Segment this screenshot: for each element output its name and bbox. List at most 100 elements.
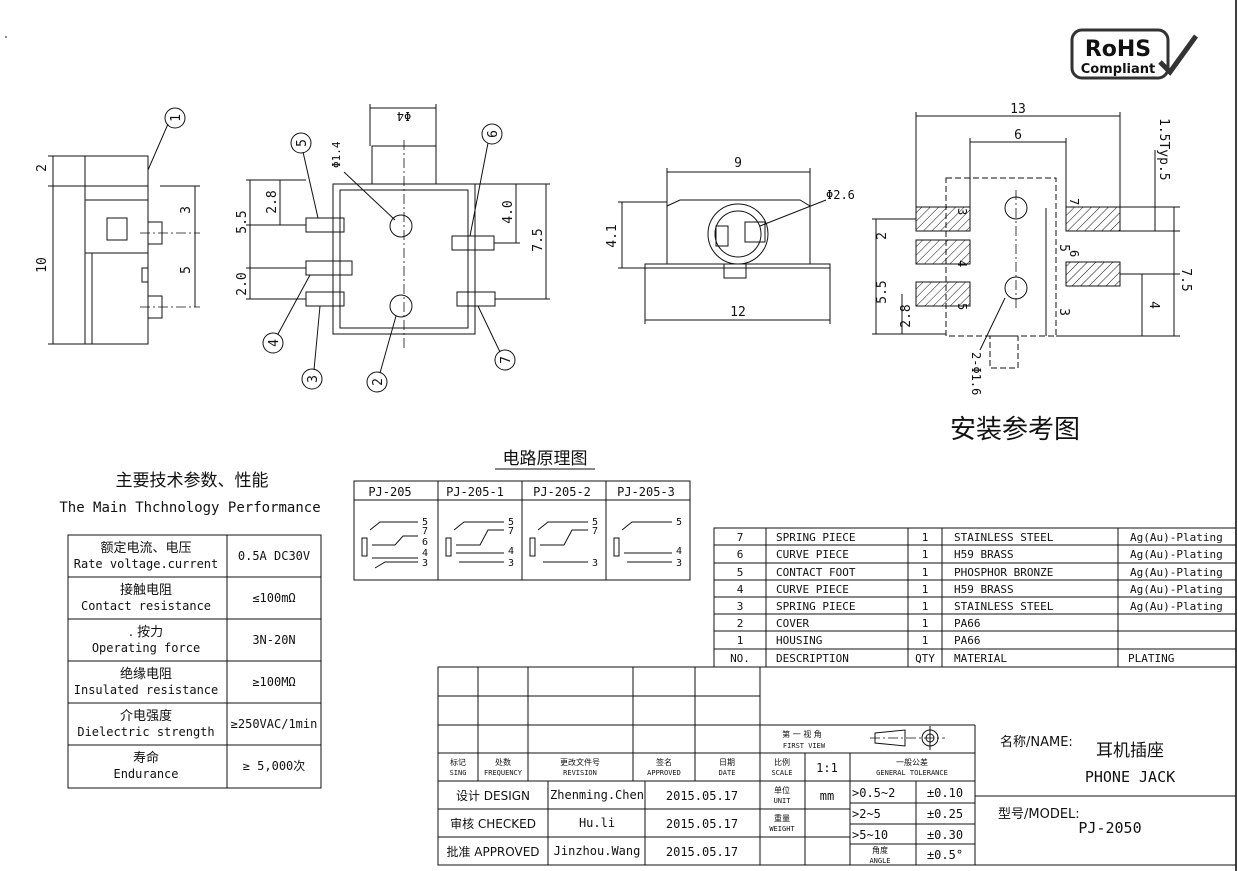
- svg-text:3: 3: [306, 375, 321, 383]
- svg-text:1: 1: [922, 600, 929, 613]
- svg-text:1: 1: [922, 634, 929, 647]
- svg-text:型号/MODEL:: 型号/MODEL:: [998, 807, 1080, 822]
- svg-text:4: 4: [737, 583, 744, 596]
- bom-row: 4 CURVE PIECE 1 H59 BRASS Ag(Au)-Plating: [737, 583, 1223, 596]
- svg-text:Hu.li: Hu.li: [579, 816, 615, 830]
- svg-text:Operating force: Operating force: [92, 641, 200, 655]
- svg-text:7: 7: [499, 356, 514, 364]
- svg-text:1: 1: [922, 531, 929, 544]
- svg-text:DATE: DATE: [719, 769, 736, 777]
- svg-text:介电强度: 介电强度: [120, 708, 172, 724]
- svg-text:1: 1: [922, 566, 929, 579]
- svg-text:更改文件号: 更改文件号: [560, 757, 600, 767]
- svg-text:RoHS: RoHS: [1085, 37, 1151, 62]
- bom-row: 3 SPRING PIECE 1 STAINLESS STEEL Ag(Au)-…: [737, 600, 1223, 613]
- svg-text:Jinzhou.Wang: Jinzhou.Wang: [554, 844, 641, 858]
- svg-text:标记: 标记: [450, 757, 466, 767]
- svg-text:设计 DESIGN: 设计 DESIGN: [456, 789, 530, 803]
- svg-text:3: 3: [955, 208, 969, 215]
- svg-text:1: 1: [922, 583, 929, 596]
- svg-text:1: 1: [922, 548, 929, 561]
- svg-text:审核 CHECKED: 审核 CHECKED: [450, 816, 536, 831]
- circuit-title: 电路原理图: [503, 449, 588, 469]
- svg-text:2.0: 2.0: [235, 272, 250, 295]
- performance-row: 额定电流、电压 Rate voltage.current 0.5A DC30V: [74, 541, 310, 571]
- svg-text:日期: 日期: [719, 758, 735, 767]
- svg-text:±0.25: ±0.25: [927, 807, 963, 821]
- svg-text:Endurance: Endurance: [113, 767, 178, 781]
- svg-text:2: 2: [875, 232, 890, 240]
- svg-text:CURVE PIECE: CURVE PIECE: [776, 548, 849, 561]
- svg-text:SPRING PIECE: SPRING PIECE: [776, 600, 855, 613]
- svg-text:5: 5: [508, 517, 514, 528]
- svg-text:±0.30: ±0.30: [927, 828, 963, 842]
- svg-text:1:1: 1:1: [816, 761, 838, 775]
- svg-text:1: 1: [169, 114, 184, 122]
- svg-text:耳机插座: 耳机插座: [1096, 741, 1164, 761]
- svg-text:≥100MΩ: ≥100MΩ: [252, 675, 295, 689]
- svg-text:寿命: 寿命: [133, 750, 159, 766]
- svg-text:1: 1: [922, 617, 929, 630]
- svg-text:5.5: 5.5: [235, 210, 250, 233]
- svg-text:12: 12: [730, 305, 746, 320]
- svg-text:≥ 5,000次: ≥ 5,000次: [243, 759, 306, 773]
- svg-text:5: 5: [737, 566, 744, 579]
- svg-text:PJ-205-2: PJ-205-2: [533, 485, 591, 499]
- performance-title-en: The Main Thchnology Performance: [59, 500, 320, 516]
- svg-text:4: 4: [267, 339, 282, 347]
- svg-text:Zhenming.Chen: Zhenming.Chen: [550, 788, 644, 802]
- performance-row: 介电强度 Dielectric strength ≥250VAC/1min: [77, 708, 317, 739]
- rohs-logo: RoHS Compliant: [1070, 28, 1199, 80]
- svg-text:5.5: 5.5: [875, 280, 890, 303]
- svg-text:5: 5: [295, 139, 310, 147]
- svg-text:4.0: 4.0: [501, 200, 516, 223]
- svg-text:FREQUENCY: FREQUENCY: [484, 769, 523, 777]
- svg-text:HOUSING: HOUSING: [776, 634, 822, 647]
- svg-text:4: 4: [508, 546, 514, 557]
- svg-text:接触电阻: 接触电阻: [120, 582, 172, 598]
- performance-row: 接触电阻 Contact resistance ≤100mΩ: [81, 582, 296, 613]
- svg-text:3: 3: [676, 558, 682, 569]
- svg-text:≥250VAC/1min: ≥250VAC/1min: [231, 717, 318, 731]
- svg-text:Ag(Au)-Plating: Ag(Au)-Plating: [1130, 531, 1223, 544]
- bom-row: 6 CURVE PIECE 1 H59 BRASS Ag(Au)-Plating: [737, 548, 1223, 561]
- svg-text:PJ-205: PJ-205: [368, 485, 411, 499]
- bom-row: 2 COVER 1 PA66: [737, 617, 981, 630]
- svg-text:FIRST VIEW: FIRST VIEW: [783, 742, 826, 750]
- title-block: 标记 SING 处数 FREQUENCY 更改文件号 REVISION 签名 A…: [437, 666, 1237, 866]
- svg-text:Dielectric strength: Dielectric strength: [77, 725, 214, 739]
- svg-text:Insulated resistance: Insulated resistance: [74, 683, 219, 697]
- bom-row: 5 CONTACT FOOT 1 PHOSPHOR BRONZE Ag(Au)-…: [737, 566, 1223, 579]
- svg-text:处数: 处数: [495, 757, 511, 767]
- svg-text:3N-20N: 3N-20N: [252, 633, 295, 647]
- svg-text:5: 5: [592, 517, 598, 528]
- svg-text:H59 BRASS: H59 BRASS: [954, 548, 1014, 561]
- svg-text:Φ2.6: Φ2.6: [826, 188, 855, 202]
- svg-text:5: 5: [676, 517, 682, 528]
- svg-text:4.1: 4.1: [605, 224, 620, 247]
- svg-text:2.8: 2.8: [899, 304, 914, 327]
- svg-text:3: 3: [508, 558, 514, 569]
- svg-text:6: 6: [486, 130, 501, 138]
- svg-text:2-Φ1.6: 2-Φ1.6: [969, 352, 983, 395]
- svg-text:SCALE: SCALE: [771, 769, 792, 777]
- svg-text:4: 4: [955, 260, 969, 267]
- svg-text:STAINLESS STEEL: STAINLESS STEEL: [954, 531, 1054, 544]
- svg-text:7: 7: [508, 526, 514, 537]
- circuit-diagrams: 电路原理图 PJ-205 PJ-205-1 PJ-205-2 PJ-205-3 …: [353, 449, 691, 581]
- svg-text:3: 3: [422, 558, 428, 569]
- svg-text:6: 6: [1067, 250, 1081, 257]
- performance-section: 主要技术参数、性能 The Main Thchnology Performanc…: [59, 471, 322, 789]
- svg-text:PJ-205-1: PJ-205-1: [446, 485, 504, 499]
- svg-text:PA66: PA66: [954, 617, 981, 630]
- svg-text:0.5A DC30V: 0.5A DC30V: [238, 549, 310, 563]
- svg-text:Φ1.4: Φ1.4: [330, 141, 343, 168]
- svg-text:REVISION: REVISION: [563, 769, 597, 777]
- svg-text:7.5: 7.5: [531, 228, 546, 251]
- svg-text:2: 2: [371, 378, 386, 386]
- svg-text:4: 4: [676, 546, 682, 557]
- svg-text:13: 13: [1010, 102, 1026, 117]
- svg-text:额定电流、电压: 额定电流、电压: [100, 541, 191, 556]
- svg-text:4: 4: [422, 548, 428, 559]
- svg-text:2.8: 2.8: [265, 190, 280, 213]
